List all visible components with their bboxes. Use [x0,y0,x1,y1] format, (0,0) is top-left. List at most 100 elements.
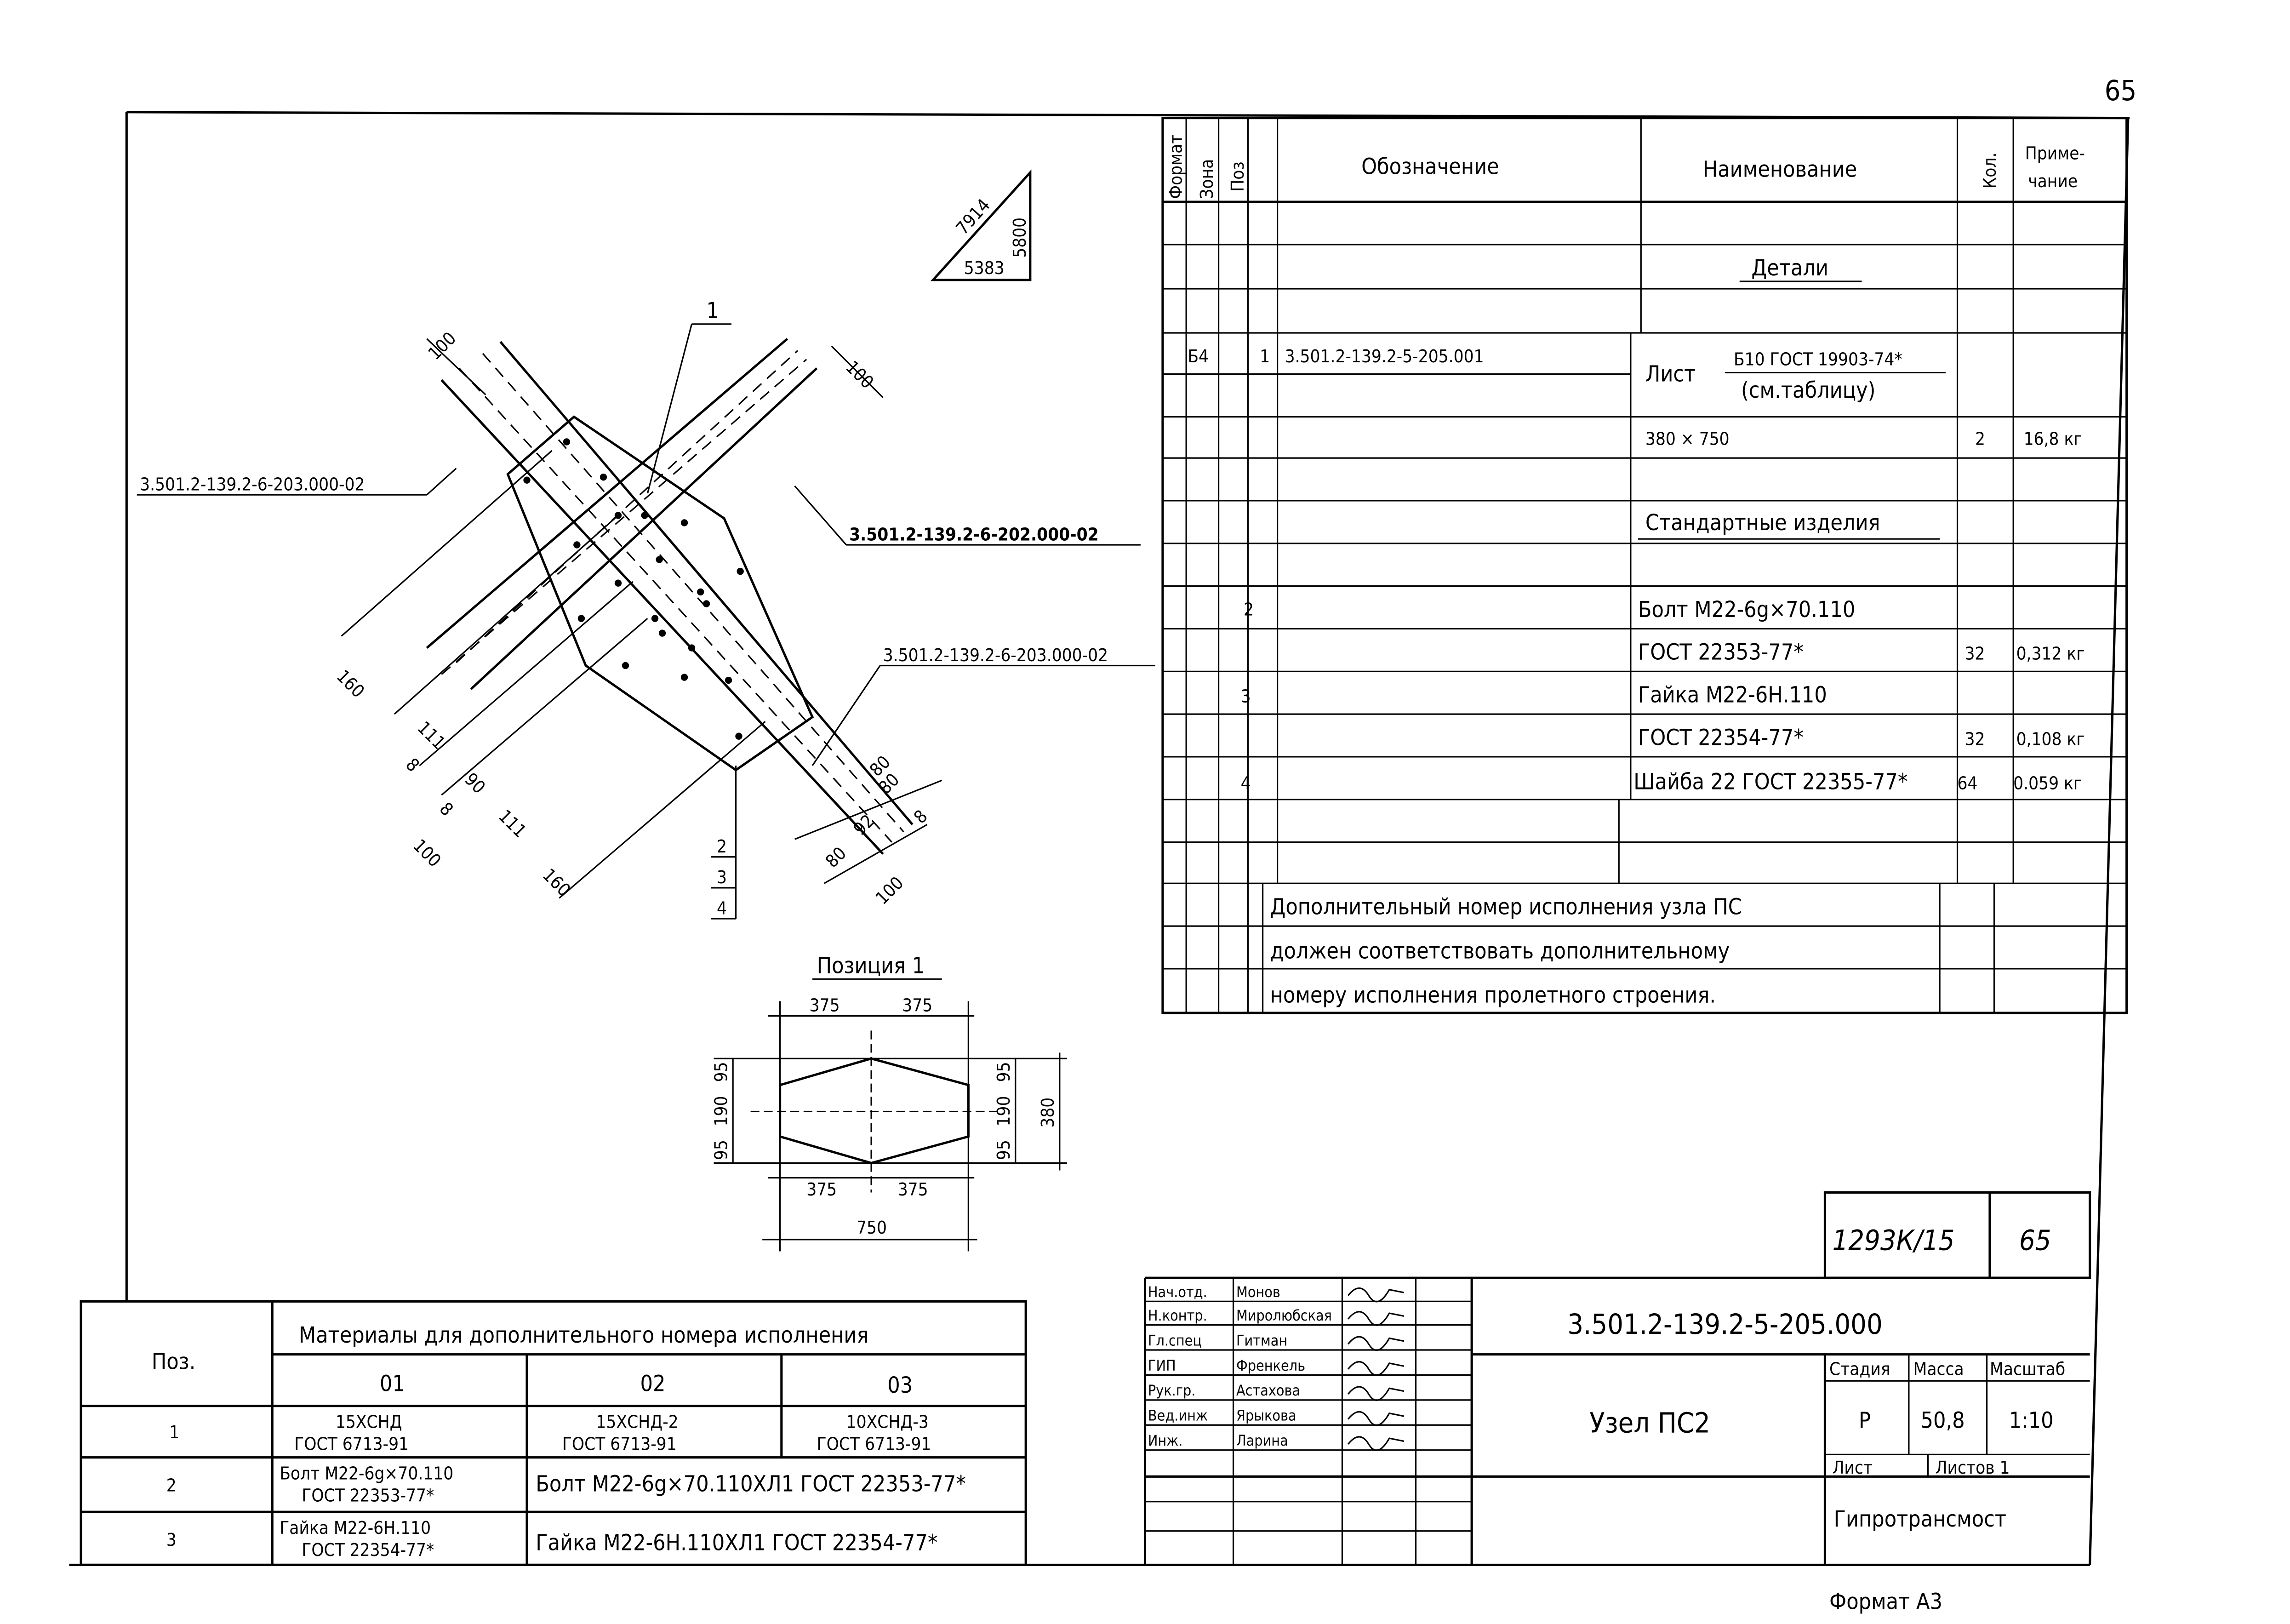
dimension-label: 160 [332,666,368,702]
svg-text:1:10: 1:10 [2009,1408,2054,1434]
svg-text:ГОСТ 22354-77*: ГОСТ 22354-77* [1638,725,1804,750]
signature [1348,1411,1405,1426]
signer-name: Ярыкова [1236,1407,1296,1424]
document-title: Узел ПС2 [1589,1407,1710,1439]
node-drawing [341,337,942,899]
svg-text:Гайка М22-6Н.110ХЛ1 ГОСТ 22354: Гайка М22-6Н.110ХЛ1 ГОСТ 22354-77* [536,1530,937,1555]
svg-text:3: 3 [1241,686,1251,707]
specification-table: Формат Зона Поз Обозначение Наименование… [1161,117,2128,1014]
organization: Гипротрансмост [1834,1506,2006,1532]
section-standard: Стандартные изделия [1645,510,1880,536]
svg-text:5800: 5800 [1010,217,1030,258]
svg-text:15ХСНД: 15ХСНД [336,1412,402,1433]
svg-text:чание: чание [2028,171,2078,192]
svg-text:Листов 1: Листов 1 [1936,1458,2010,1478]
svg-text:64: 64 [1958,773,1978,794]
leader-pos-1: 1 [707,298,719,324]
signer-role: Н.контр. [1148,1307,1207,1324]
svg-text:190: 190 [711,1096,731,1127]
svg-text:2: 2 [1975,429,1985,449]
signer-role: Гл.спец [1148,1332,1202,1349]
signer-role: Нач.отд. [1148,1283,1207,1301]
svg-text:32: 32 [1965,644,1985,664]
svg-text:4: 4 [717,898,727,919]
header-name: Наименование [1703,157,1857,183]
svg-text:190: 190 [994,1096,1014,1127]
dimension-label: 111 [494,806,530,841]
svg-text:4: 4 [1241,773,1251,794]
svg-text:Б4: Б4 [1188,346,1209,367]
leaders: 1 3.501.2-139.2-6-203.000-02 3.501.2-139… [137,298,1155,920]
svg-text:380 × 750: 380 × 750 [1645,429,1730,449]
svg-text:3: 3 [166,1530,177,1550]
signature [1348,1311,1405,1326]
svg-text:ГОСТ 22354-77*: ГОСТ 22354-77* [302,1540,434,1561]
signer-role: Вед.инж [1148,1407,1208,1424]
slope-triangle: 7914 5800 5383 [930,169,1032,281]
svg-text:Кол.: Кол. [1980,153,2000,189]
svg-text:Поз: Поз [1228,161,1248,192]
svg-text:15ХСНД-2: 15ХСНД-2 [596,1412,678,1433]
dimension-label: 8 [435,798,457,820]
svg-text:1: 1 [1260,346,1270,367]
svg-text:375: 375 [806,1179,837,1200]
svg-text:375: 375 [898,1179,928,1200]
signer-name: Френкель [1236,1357,1305,1374]
album-number: 1293К/15 [1832,1224,1954,1257]
note-line-3: номеру исполнения пролетного строения. [1270,983,1716,1008]
signature [1348,1287,1405,1303]
signature [1348,1436,1405,1451]
note-line-2: должен соответствовать дополнительному [1270,938,1730,964]
signer-name: Астахова [1236,1382,1300,1399]
svg-text:375: 375 [902,995,932,1016]
signature [1348,1361,1405,1376]
leader-ref-left: 3.501.2-139.2-6-203.000-02 [140,475,365,495]
format-label: Формат А3 [1829,1589,1942,1614]
svg-text:ГОСТ 6713-91: ГОСТ 6713-91 [817,1434,931,1455]
svg-text:Масштаб: Масштаб [1990,1359,2065,1379]
svg-text:95: 95 [994,1062,1014,1082]
dimension-label: 100 [409,835,445,871]
sheet-number: 65 [2019,1224,2051,1257]
dimension-label: 8 [910,806,931,828]
svg-text:(см.таблицу): (см.таблицу) [1741,377,1876,403]
svg-text:ГОСТ 22353-77*: ГОСТ 22353-77* [1638,640,1804,665]
section-details: Детали [1751,255,1828,281]
svg-text:ГОСТ 22353-77*: ГОСТ 22353-77* [302,1486,434,1506]
svg-text:95: 95 [711,1062,731,1082]
svg-text:2: 2 [717,836,727,857]
svg-text:375: 375 [810,995,840,1016]
svg-text:Лист: Лист [1832,1458,1873,1478]
svg-text:Стадия: Стадия [1829,1359,1890,1379]
materials-table: Поз. Материалы для дополнительного номер… [80,1300,1027,1566]
document-designation: 3.501.2-139.2-5-205.000 [1567,1309,1883,1341]
svg-text:Р: Р [1859,1408,1871,1434]
svg-text:01: 01 [380,1371,405,1397]
svg-text:Поз.: Поз. [152,1349,196,1375]
svg-text:Лист: Лист [1645,361,1696,387]
leader-ref-bold: 3.501.2-139.2-6-202.000-02 [849,524,1099,545]
signer-name: Монов [1236,1283,1280,1301]
dimension-label: 160 [538,865,574,901]
svg-text:ГОСТ 6713-91: ГОСТ 6713-91 [294,1434,409,1455]
svg-text:7914: 7914 [952,195,994,239]
signer-name: Ларина [1236,1432,1288,1449]
svg-text:3.501.2-139.2-5-205.001: 3.501.2-139.2-5-205.001 [1285,346,1484,367]
svg-text:Болт М22-6g×70.110: Болт М22-6g×70.110 [280,1464,453,1484]
svg-text:03: 03 [887,1372,913,1398]
position-1-title: Позиция 1 [817,953,925,979]
svg-text:ГОСТ 6713-91: ГОСТ 6713-91 [562,1434,677,1455]
svg-text:02: 02 [640,1371,666,1397]
svg-text:Болт М22-6g×70.110: Болт М22-6g×70.110 [1638,597,1855,623]
dimension-label: 90 [460,769,489,798]
signer-name: Миролюбская [1236,1307,1332,1324]
svg-text:Гайка М22-6Н.110: Гайка М22-6Н.110 [1638,682,1827,708]
dimension-label: 100 [424,328,460,364]
signer-role: ГИП [1148,1357,1176,1374]
svg-text:3: 3 [717,867,727,888]
signer-name: Гитман [1236,1332,1287,1349]
svg-text:0,108 кг: 0,108 кг [2016,729,2085,749]
dimension-label: 111 [413,717,449,753]
